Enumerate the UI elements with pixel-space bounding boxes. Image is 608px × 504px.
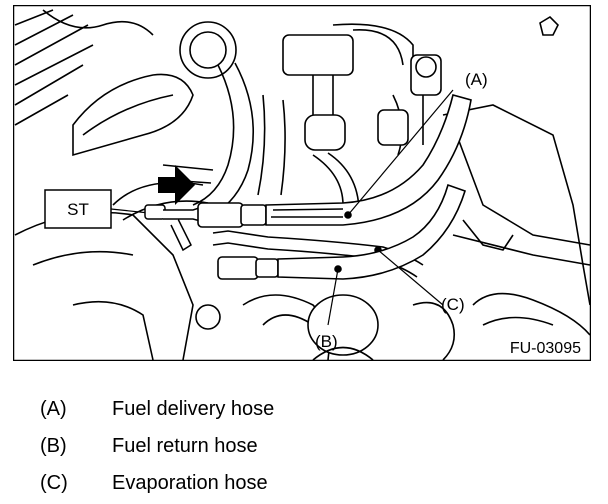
engine-bay-illustration: ST (A) (C) (B) FU-03095: [12, 4, 592, 362]
special-tool-label: ST: [44, 189, 150, 229]
legend-text: Fuel return hose: [112, 435, 258, 457]
callout-b: (B): [315, 332, 338, 351]
legend-text: Evaporation hose: [112, 472, 268, 494]
direction-arrow: [158, 165, 195, 205]
engine-background: [14, 9, 591, 361]
fuel-delivery-hose: [197, 94, 472, 228]
fuel-return-hose: [217, 183, 466, 280]
special-tool: [144, 203, 209, 252]
legend-letter: (C): [40, 472, 68, 494]
figure-code-bg: [477, 335, 587, 357]
callout-a: (A): [465, 70, 488, 89]
legend-text: Fuel delivery hose: [112, 398, 275, 420]
callout-c: (C): [441, 295, 465, 314]
tool-label-text: ST: [67, 200, 89, 219]
legend-letter: (A): [40, 398, 67, 420]
figure-code: FU-03095: [510, 340, 581, 357]
illustration-svg: ST (A) (C) (B) FU-03095: [12, 4, 592, 362]
legend-letter: (B): [40, 435, 67, 457]
callout-leaders: [327, 89, 454, 326]
